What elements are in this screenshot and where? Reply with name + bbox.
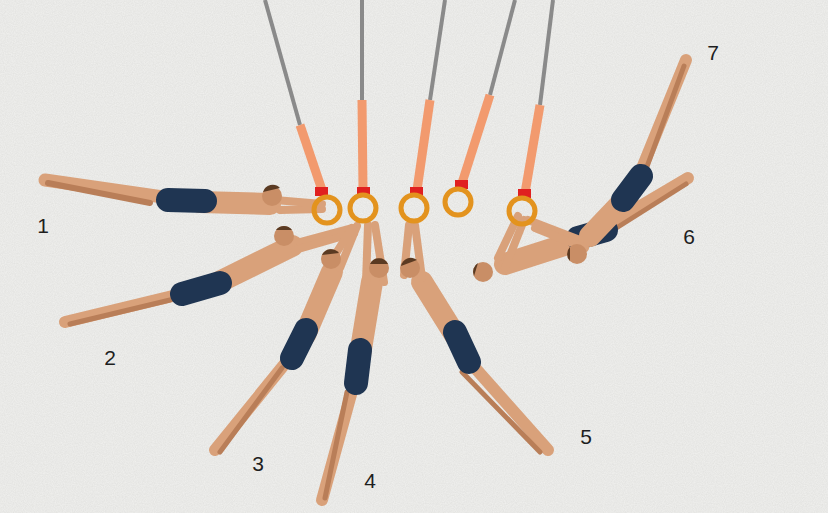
callout-number: 6 [683, 226, 695, 247]
callout-number: 4 [364, 470, 376, 491]
ropes [265, 0, 553, 193]
callout-number: 5 [580, 426, 592, 447]
gymnast-figure [473, 178, 688, 282]
callout-number: 7 [707, 42, 719, 63]
callout-number: 2 [104, 347, 116, 368]
gymnast-figure [215, 226, 357, 452]
gymnast-figure [322, 225, 389, 500]
rings [314, 180, 535, 224]
callout-number: 1 [37, 215, 49, 236]
callout-number: 3 [252, 453, 264, 474]
gymnast-figure [45, 180, 322, 210]
gymnast-figure [528, 60, 686, 264]
